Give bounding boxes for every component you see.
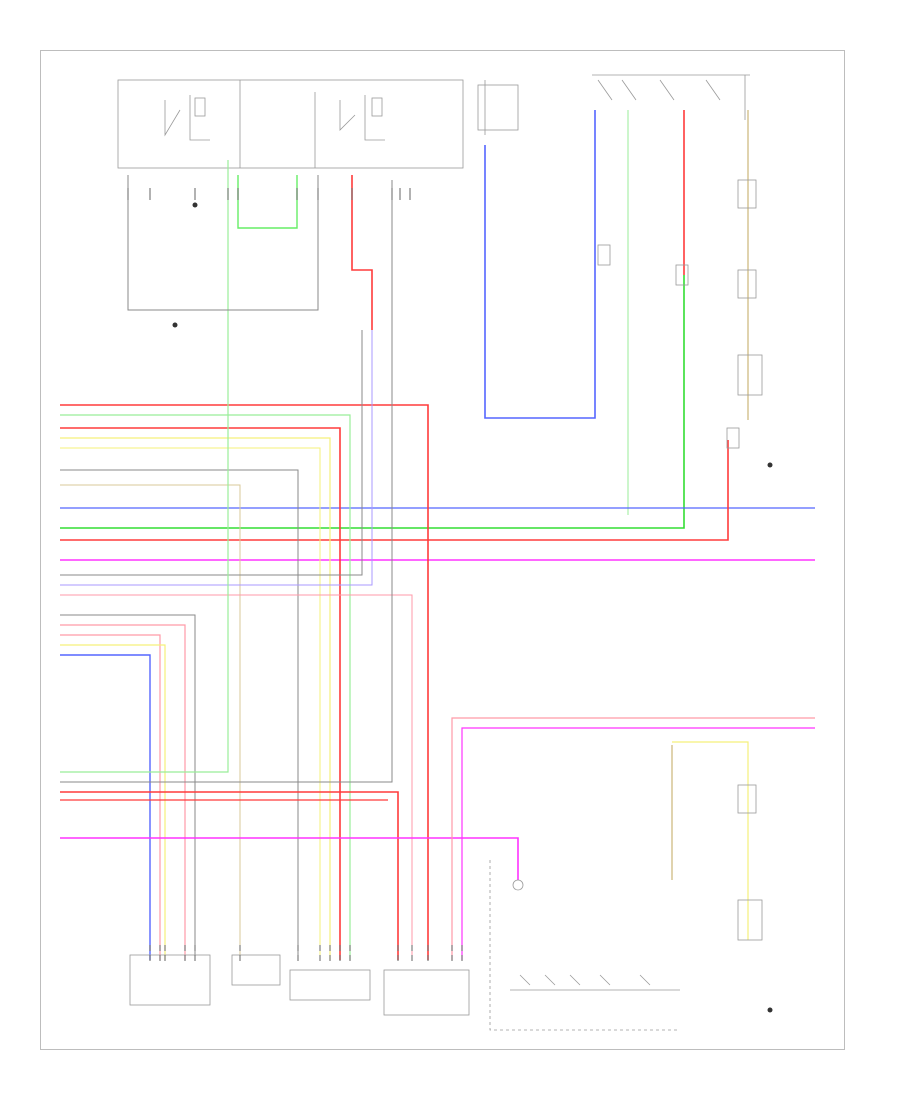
wire-gray-3 [60,180,393,783]
wire-violet-1 [60,330,363,576]
diagram-frame [40,50,845,1050]
switch-module-top-right [592,74,750,120]
wire-red-3 [60,634,161,960]
wire-green-loop [237,175,298,229]
wire-harness [60,110,815,960]
component-cruise-switch-outline [489,860,680,1031]
wire-blue-top [484,110,596,419]
wire-yellow-bottom [672,741,749,940]
wire-yellow-2 [60,447,321,960]
connector-pins [127,188,463,961]
component-transmission-sensor [129,954,211,1006]
wire-pink-3 [451,717,815,960]
component-sensor-2 [231,954,281,986]
wire-gray-1 [60,469,299,960]
component-ecu-2 [383,969,470,1016]
cruise-switch-contacts [519,974,651,986]
wire-green-right [60,275,685,529]
wire-red-4 [60,791,399,960]
wire-green-2 [60,160,229,773]
ground-symbols [172,202,773,1013]
wire-yellow-1 [60,437,331,960]
wire-red-horizontal [60,440,729,541]
component-engine-ecu [289,969,371,1001]
right-side-components [597,179,763,941]
wire-magenta-2 [60,837,519,880]
wire-blue-3 [60,654,151,960]
wire-gray-2 [60,614,196,960]
wire-yellow-3 [60,644,166,960]
wire-red-top [351,175,373,330]
wire-magenta-3 [461,727,815,960]
wire-green-1 [60,414,351,960]
wire-blue-2 [60,330,373,586]
wire-red-1 [60,404,429,960]
bottom-components [129,860,680,1031]
relay-block-left [117,79,464,169]
relay-top-center [477,80,519,135]
wire-gray-top [127,175,319,311]
wire-red-2 [60,427,341,960]
wire-tan-1 [60,484,241,960]
wire-pink-1 [60,594,413,960]
wire-pink-2 [60,624,186,960]
